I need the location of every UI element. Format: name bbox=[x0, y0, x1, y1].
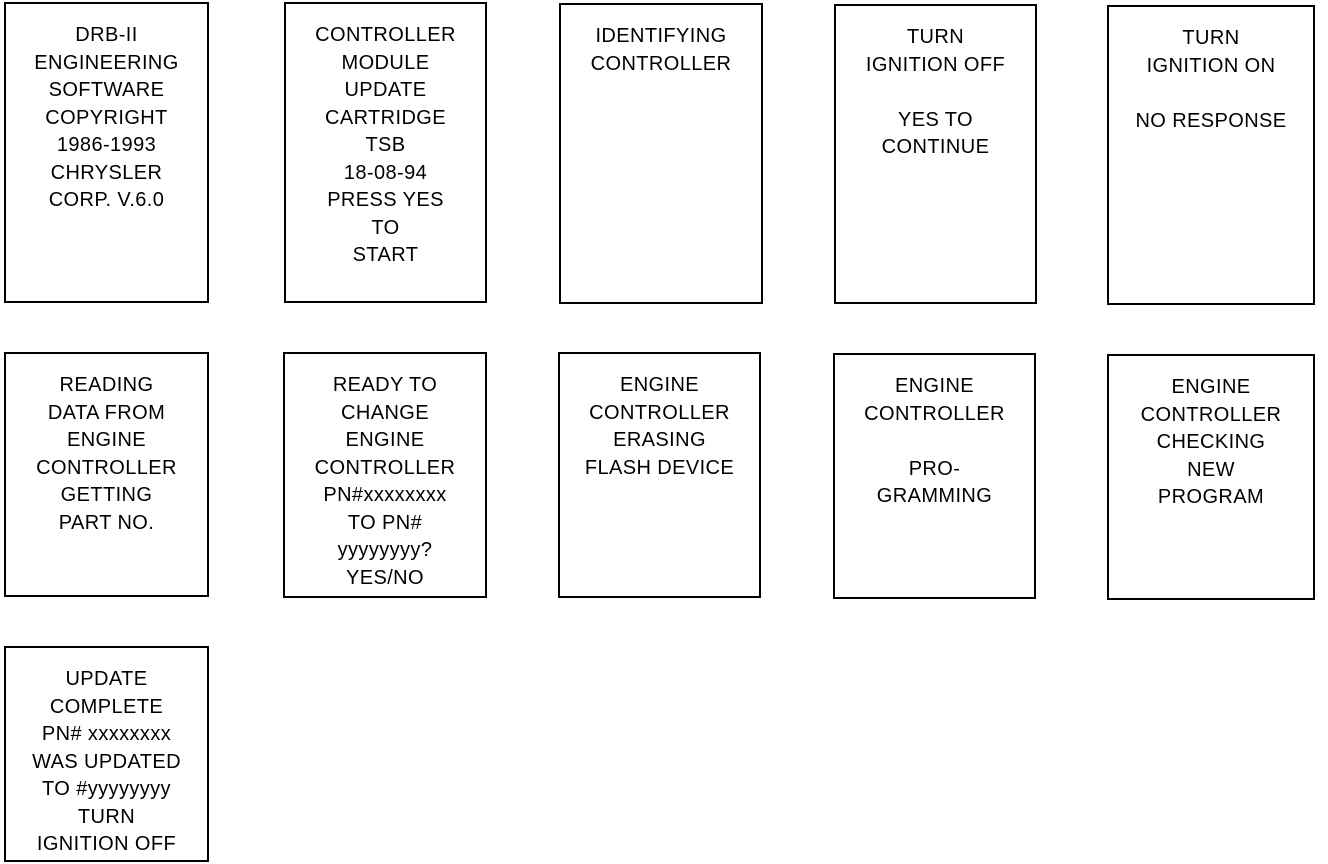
screen-line: PN#xxxxxxxx bbox=[323, 484, 447, 506]
screen-line bbox=[836, 79, 1035, 107]
screen-line: PROGRAM bbox=[1157, 486, 1265, 508]
screen-line: CHANGE bbox=[341, 401, 429, 424]
screen-line: CONTINUE bbox=[881, 136, 990, 158]
screen-line: GETTING bbox=[60, 484, 153, 506]
screen-line: START bbox=[352, 244, 419, 266]
screen-line: YES TO bbox=[897, 108, 974, 131]
screen-line: CHECKING bbox=[1156, 431, 1266, 453]
screen-line: ERASING bbox=[613, 429, 706, 451]
screen-line: CONTROLLER bbox=[589, 401, 730, 424]
screen-programming: ENGINE CONTROLLER PRO- GRAMMING bbox=[833, 353, 1036, 599]
screen-line: 1986-1993 bbox=[56, 134, 157, 156]
screen-line: READING bbox=[59, 374, 154, 396]
screen-line: GRAMMING bbox=[876, 485, 993, 507]
screen-line: CONTROLLER bbox=[864, 402, 1005, 425]
screen-ready-to-change: READY TO CHANGE ENGINE CONTROLLER PN#xxx… bbox=[283, 352, 487, 598]
screen-line: ENGINE bbox=[894, 375, 975, 397]
screen-line: ENGINE bbox=[345, 429, 425, 451]
screen-line bbox=[835, 428, 1034, 456]
screen-line: IDENTIFYING bbox=[595, 25, 727, 47]
screen-line: CONTROLLER bbox=[36, 456, 177, 479]
screen-line: UPDATE bbox=[344, 79, 427, 101]
screen-line: ENGINEERING bbox=[34, 51, 179, 74]
screen-line: NEW bbox=[1187, 458, 1235, 481]
screen-line: CORP. V.6.0 bbox=[48, 189, 165, 211]
screen-line: WAS UPDATED bbox=[32, 750, 181, 773]
screen-line: 18-08-94 bbox=[343, 161, 428, 184]
screen-line: CARTRIDGE bbox=[324, 106, 447, 129]
screen-line: DATA FROM bbox=[47, 401, 166, 424]
screen-line: IGNITION ON bbox=[1146, 54, 1276, 77]
screen-line: READY TO bbox=[332, 374, 438, 396]
screen-line: TO PN# bbox=[347, 511, 423, 534]
screen-line: PN# xxxxxxxx bbox=[41, 723, 172, 745]
screen-line: TSB bbox=[365, 134, 406, 156]
screen-line: CHRYSLER bbox=[50, 161, 163, 184]
screen-copyright: DRB-II ENGINEERING SOFTWARE COPYRIGHT 19… bbox=[4, 2, 209, 303]
screen-line: TO bbox=[371, 216, 400, 239]
screen-erasing-flash: ENGINE CONTROLLER ERASING FLASH DEVICE bbox=[558, 352, 761, 598]
screen-line: PRO- bbox=[908, 457, 961, 480]
screen-turn-ignition-off: TURN IGNITION OFF YES TO CONTINUE bbox=[834, 4, 1037, 304]
screen-line: TO #yyyyyyyy bbox=[42, 778, 171, 800]
screen-line: FLASH DEVICE bbox=[584, 456, 735, 479]
screen-line: PRESS YES bbox=[327, 189, 444, 211]
screen-line: CONTROLLER bbox=[314, 456, 456, 479]
screen-line: ENGINE bbox=[1171, 376, 1251, 398]
screen-line: SOFTWARE bbox=[48, 79, 165, 101]
screen-line: CONTROLLER bbox=[590, 52, 732, 75]
screen-line bbox=[1109, 80, 1313, 108]
screen-line: DRB-II bbox=[75, 24, 138, 46]
screen-line: yyyyyyyy? bbox=[337, 539, 433, 561]
screen-identifying-controller: IDENTIFYING CONTROLLER bbox=[559, 3, 763, 304]
screen-line: TURN bbox=[906, 26, 965, 48]
screen-line: NO RESPONSE bbox=[1135, 109, 1287, 132]
screen-line: PART NO. bbox=[58, 511, 155, 534]
screen-update-cartridge: CONTROLLER MODULE UPDATE CARTRIDGE TSB 1… bbox=[284, 2, 487, 303]
screen-line: MODULE bbox=[341, 51, 430, 74]
screen-reading-data: READING DATA FROM ENGINE CONTROLLER GETT… bbox=[4, 352, 209, 597]
screen-checking-program: ENGINE CONTROLLER CHECKING NEW PROGRAM bbox=[1107, 354, 1315, 600]
screen-line: CONTROLLER bbox=[315, 24, 456, 46]
screen-line: IGNITION OFF bbox=[36, 833, 177, 855]
screen-update-complete: UPDATE COMPLETE PN# xxxxxxxx WAS UPDATED… bbox=[4, 646, 209, 862]
screen-line: COPYRIGHT bbox=[45, 106, 168, 129]
screen-line: ENGINE bbox=[66, 429, 147, 451]
screen-line: UPDATE bbox=[65, 668, 148, 690]
screen-line: YES/NO bbox=[346, 566, 424, 589]
screen-line: ENGINE bbox=[619, 374, 700, 396]
screen-line: IGNITION OFF bbox=[865, 53, 1006, 76]
screen-line: COMPLETE bbox=[49, 695, 164, 718]
screen-line: TURN bbox=[1182, 27, 1240, 49]
screen-line: TURN bbox=[77, 805, 136, 828]
screen-turn-ignition-on: TURN IGNITION ON NO RESPONSE bbox=[1107, 5, 1315, 305]
screen-line: CONTROLLER bbox=[1140, 403, 1282, 426]
